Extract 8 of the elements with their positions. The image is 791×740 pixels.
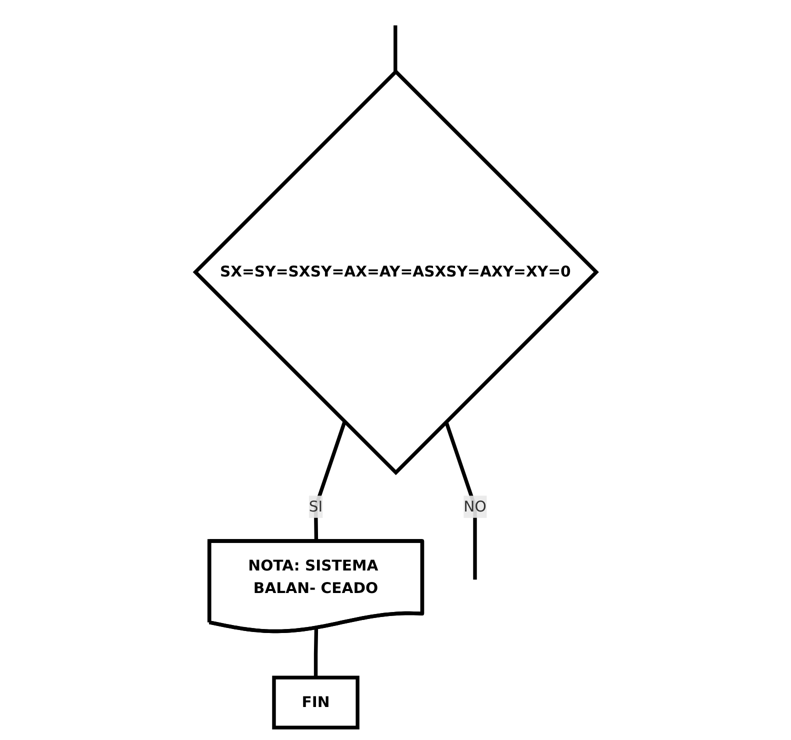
document-box: NOTA: SISTEMA BALAN- CEADO	[207, 539, 424, 634]
edge-label: SI	[308, 496, 322, 518]
connector-line	[314, 628, 318, 678]
process-box: FIN	[272, 676, 360, 730]
connector-line	[444, 421, 476, 580]
edge-label: NO	[463, 496, 486, 518]
connector-line	[393, 25, 397, 72]
decision-diamond: SX=SY=SXSY=AX=AY=ASXSY=AXY=XY=0	[192, 69, 599, 476]
